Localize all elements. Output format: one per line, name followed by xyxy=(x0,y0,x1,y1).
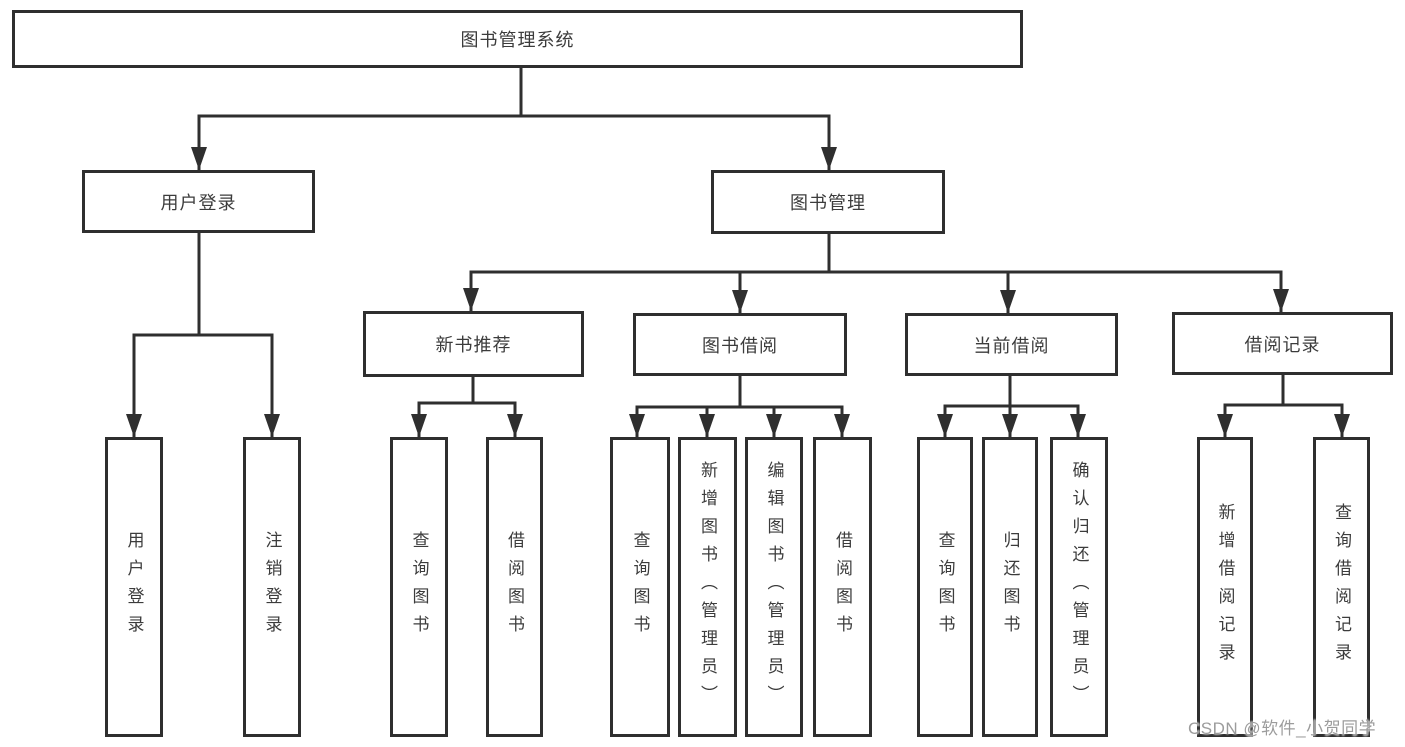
rail-new-books xyxy=(417,375,517,405)
rail-book-borrow xyxy=(635,374,844,409)
leaf-edit-book-admin: 编辑图书（管理员） xyxy=(745,437,803,737)
leaf-borrow-books: 借阅图书 xyxy=(813,437,872,737)
node-borrow-records: 借阅记录 xyxy=(1172,312,1393,375)
leaf-query-books-current: 查询图书 xyxy=(917,437,973,737)
arrow-drops xyxy=(126,114,1350,438)
leaf-user-login: 用户登录 xyxy=(105,437,163,737)
leaf-add-borrow-record: 新增借阅记录 xyxy=(1197,437,1253,737)
node-library-system: 图书管理系统 xyxy=(12,10,1023,68)
rail-user-login xyxy=(132,231,274,337)
leaf-add-book-admin: 新增图书（管理员） xyxy=(678,437,737,737)
rail-book-mgmt xyxy=(469,232,1283,274)
rail-records xyxy=(1223,373,1344,407)
node-user-login: 用户登录 xyxy=(82,170,315,233)
csdn-watermark: CSDN @软件_小贺同学 xyxy=(1188,719,1377,738)
node-book-management: 图书管理 xyxy=(711,170,945,234)
leaf-confirm-return-admin: 确认归还（管理员） xyxy=(1050,437,1108,737)
leaf-query-books-borrow: 查询图书 xyxy=(610,437,670,737)
leaf-return-book: 归还图书 xyxy=(982,437,1038,737)
node-new-book-recommend: 新书推荐 xyxy=(363,311,584,377)
rail-cur-borrow xyxy=(943,374,1080,408)
leaf-borrow-books-recommend: 借阅图书 xyxy=(486,437,543,737)
node-book-borrow: 图书借阅 xyxy=(633,313,847,376)
node-current-borrow: 当前借阅 xyxy=(905,313,1118,376)
leaf-query-books-recommend: 查询图书 xyxy=(390,437,448,737)
leaf-logout: 注销登录 xyxy=(243,437,301,737)
leaf-query-borrow-record: 查询借阅记录 xyxy=(1313,437,1370,737)
rail-root xyxy=(197,66,831,118)
